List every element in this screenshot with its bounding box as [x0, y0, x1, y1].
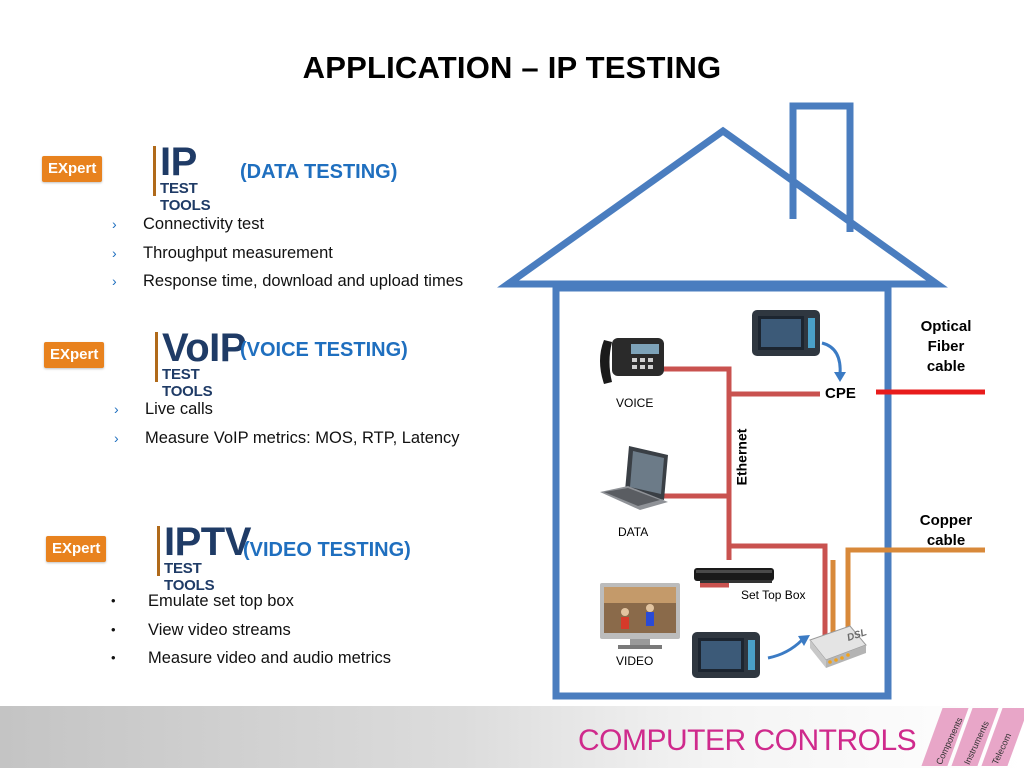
logo-subtitle: TEST TOOLS: [162, 366, 213, 400]
dot-bullet-icon: •: [111, 621, 116, 637]
logo-divider: [153, 146, 156, 196]
logo-divider: [155, 332, 158, 382]
logo-subtitle: TEST TOOLS: [160, 180, 211, 214]
chevron-bullet-icon: ›: [112, 216, 117, 232]
voice-label: VOICE: [616, 396, 654, 410]
house-chimney: [789, 102, 854, 232]
logo-expert-badge: EXpert: [44, 342, 105, 368]
footer-band: [0, 706, 1024, 768]
expert-ip-logo: EXpert IP TEST TOOLS: [42, 140, 212, 214]
set-top-box-label: Set Top Box: [741, 588, 806, 602]
logo-product-name: IP: [160, 140, 197, 184]
dsl-modem-icon: [809, 625, 867, 668]
arrow-head-icon: [798, 635, 810, 646]
data-label: DATA: [618, 525, 649, 539]
list-item-label: Live calls: [145, 400, 213, 418]
chevron-bullet-icon: ›: [114, 401, 119, 417]
expert-iptv-logo: EXpert IPTV TEST TOOLS: [46, 520, 251, 594]
arrow-icon: [767, 638, 804, 660]
optical-label-line: Fiber: [927, 338, 965, 355]
dot-bullet-icon: •: [111, 650, 116, 665]
company-brand: COMPUTER CONTROLS: [578, 724, 917, 757]
video-testing-heading: (VIDEO TESTING): [243, 539, 411, 561]
chevron-bullet-icon: ›: [112, 273, 117, 289]
logo-product-name: VoIP: [162, 326, 246, 370]
cpe-label: CPE: [825, 385, 856, 402]
list-item-label: View video streams: [148, 620, 291, 639]
chevron-bullet-icon: ›: [114, 429, 119, 446]
dot-bullet-icon: •: [111, 593, 116, 608]
list-item-label: Emulate set top box: [148, 592, 294, 610]
logo-expert-badge: EXpert: [46, 536, 107, 562]
logo-expert-badge: EXpert: [42, 156, 103, 182]
page-title: APPLICATION – IP TESTING: [302, 50, 722, 85]
list-item-label: Connectivity test: [143, 215, 265, 233]
cpe-test-device-icon: [752, 310, 820, 356]
copper-label-line: Copper: [919, 512, 973, 529]
list-item-label: Measure VoIP metrics: MOS, RTP, Latency: [145, 428, 460, 447]
data-testing-heading: (DATA TESTING): [240, 161, 398, 183]
set-top-box-icon: [694, 568, 774, 583]
ethernet-label: Ethernet: [733, 428, 750, 486]
arrow-head-icon: [834, 372, 846, 382]
video-label: VIDEO: [616, 654, 654, 668]
ethernet-wiring: [628, 366, 828, 640]
list-item-label: Response time, download and upload times: [143, 272, 464, 290]
house-roof: [497, 126, 948, 288]
logo-subtitle: TEST TOOLS: [164, 560, 215, 594]
list-item-label: Throughput measurement: [143, 243, 333, 262]
chevron-bullet-icon: ›: [112, 244, 117, 261]
copper-cable-label: Copper cable: [906, 511, 986, 551]
expert-voip-logo: EXpert VoIP TEST TOOLS: [44, 328, 246, 400]
bottom-test-device-icon: [692, 632, 760, 678]
house-body: [552, 284, 892, 700]
optical-label-line: cable: [926, 358, 966, 375]
voice-testing-heading: (VOICE TESTING): [240, 339, 408, 361]
logo-product-name: IPTV: [164, 520, 251, 564]
list-item-label: Measure video and audio metrics: [148, 649, 392, 667]
copper-label-line: cable: [926, 532, 966, 549]
optical-label-line: Optical: [920, 318, 972, 335]
arrow-icon: [821, 341, 842, 376]
logo-divider: [157, 526, 160, 576]
optical-fiber-label: Optical Fiber cable: [906, 317, 986, 377]
copper-cable-line: [845, 547, 985, 640]
television-icon: [600, 583, 680, 649]
laptop-icon: [600, 446, 668, 510]
telephone-icon: [600, 338, 664, 384]
